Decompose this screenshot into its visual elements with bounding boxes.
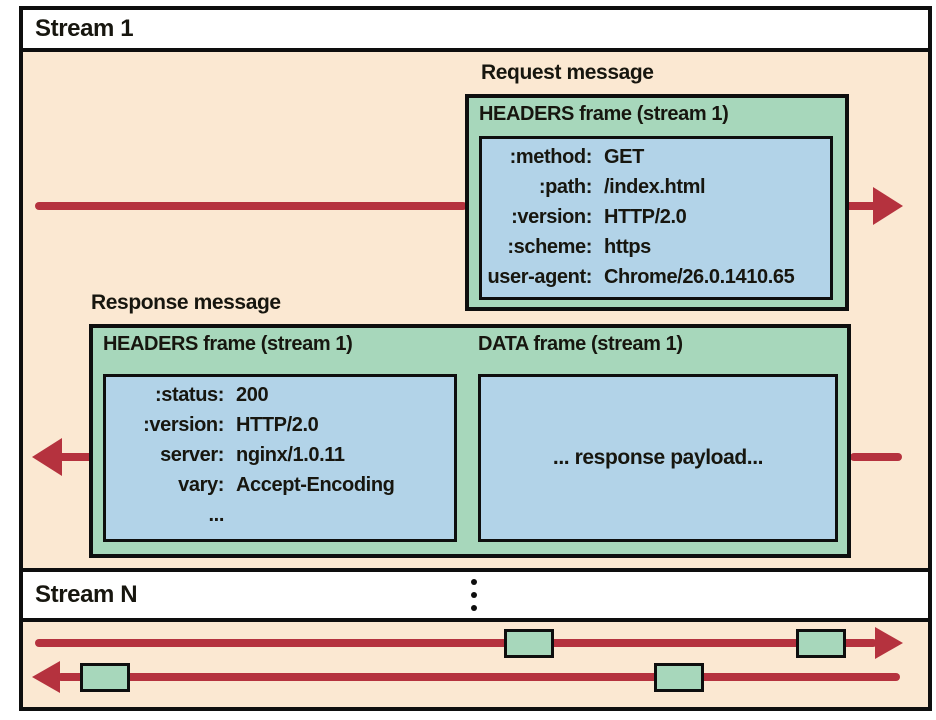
streamN-right-arrow-head-icon	[875, 627, 903, 659]
divider-top	[23, 48, 928, 52]
response-arrow-line-right	[850, 453, 902, 461]
header-field-key: :method:	[509, 146, 593, 168]
header-field-key: user-agent:	[487, 266, 592, 288]
header-field-value: /index.html	[604, 176, 706, 198]
header-field-row: server: nginx/1.0.11	[106, 440, 454, 470]
header-field-row: :status: 200	[106, 380, 454, 410]
header-field-key: ...	[208, 504, 225, 526]
response-payload-text: ... response payload...	[552, 446, 764, 469]
frame-chip	[796, 629, 846, 658]
streamN-left-arrow-line	[57, 673, 900, 681]
header-field-value: GET	[604, 146, 644, 168]
response-data-frame-title: DATA frame (stream 1)	[478, 333, 683, 355]
streamN-label: Stream N	[35, 581, 138, 608]
streamN-right-arrow-line	[35, 639, 877, 647]
header-field-row: :method: GET	[482, 142, 830, 172]
frame-chip	[654, 663, 704, 692]
response-headers-frame-title: HEADERS frame (stream 1)	[103, 333, 353, 355]
stream1-label: Stream 1	[35, 15, 134, 42]
streamN-band: Stream N	[23, 572, 928, 618]
header-field-row: :version: HTTP/2.0	[106, 410, 454, 440]
header-field-value: HTTP/2.0	[236, 414, 319, 436]
vertical-ellipsis-icon	[471, 579, 477, 611]
header-field-row: :scheme: https	[482, 232, 830, 262]
header-field-key: :path:	[538, 176, 593, 198]
stream1-band: Stream 1	[23, 10, 928, 48]
header-field-value: https	[604, 236, 651, 258]
header-field-value: Chrome/26.0.1410.65	[604, 266, 795, 288]
header-field-key: :version:	[143, 414, 224, 436]
frame-chip	[80, 663, 130, 692]
header-field-key: :status:	[154, 384, 224, 406]
response-headers-fields: :status: 200 :version: HTTP/2.0 server: …	[103, 374, 457, 542]
response-arrow-line-left	[59, 453, 90, 461]
frame-chip	[504, 629, 554, 658]
header-field-value: 200	[236, 384, 269, 406]
request-arrow-line-right	[848, 202, 876, 210]
header-field-row: user-agent: Chrome/26.0.1410.65	[482, 262, 830, 292]
request-headers-frame: HEADERS frame (stream 1) :method: GET :p…	[465, 94, 849, 311]
request-headers-frame-title: HEADERS frame (stream 1)	[479, 103, 729, 125]
header-field-key: :scheme:	[507, 236, 592, 258]
header-field-key: :version:	[511, 206, 592, 228]
header-field-value: Accept-Encoding	[236, 474, 395, 496]
header-field-row: :version: HTTP/2.0	[482, 202, 830, 232]
divider-streamN-top	[23, 568, 928, 572]
streamN-left-arrow-head-icon	[32, 661, 60, 693]
request-headers-fields: :method: GET :path: /index.html :version…	[479, 136, 833, 300]
http2-stream-diagram: Stream 1 Request message HEADERS frame (…	[19, 6, 932, 711]
divider-streamN-bottom	[23, 618, 928, 622]
response-frames: HEADERS frame (stream 1) DATA frame (str…	[89, 324, 851, 558]
header-field-key: vary:	[178, 474, 224, 496]
header-field-key: server:	[160, 444, 224, 466]
header-field-row: vary: Accept-Encoding	[106, 470, 454, 500]
streamN-area	[23, 622, 928, 707]
response-data-frame-payload-box: ... response payload...	[478, 374, 838, 542]
header-field-value: nginx/1.0.11	[236, 444, 345, 466]
header-field-row: :path: /index.html	[482, 172, 830, 202]
response-arrow-head-icon	[32, 438, 62, 476]
header-field-row: ...	[106, 500, 454, 530]
request-arrow-line-left	[35, 202, 467, 210]
header-field-value: HTTP/2.0	[604, 206, 687, 228]
request-arrow-head-icon	[873, 187, 903, 225]
request-message-label: Request message	[481, 61, 654, 84]
response-message-label: Response message	[91, 291, 281, 314]
stream1-area: Request message HEADERS frame (stream 1)…	[23, 52, 928, 568]
